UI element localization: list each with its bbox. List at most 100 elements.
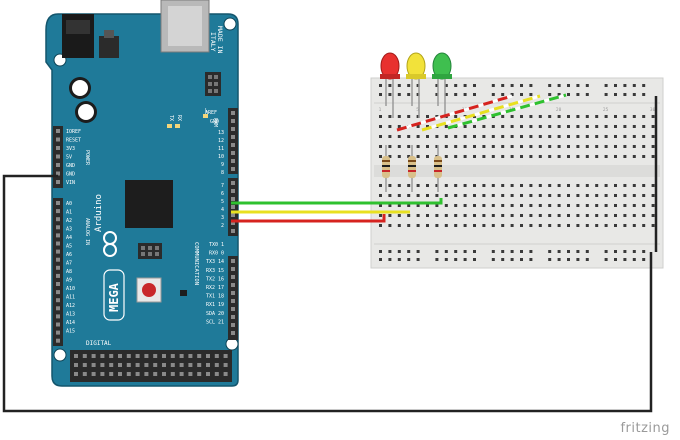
header-pin: [153, 372, 158, 376]
breadboard-hole: [614, 125, 617, 128]
header-pin: [91, 354, 96, 358]
rail-hole: [454, 250, 458, 253]
breadboard-hole: [642, 135, 646, 138]
header-pin: [74, 363, 78, 367]
breadboard-hole: [548, 145, 552, 148]
breadboard-hole: [388, 184, 392, 187]
rail-hole: [407, 258, 411, 261]
breadboard-hole: [614, 155, 617, 158]
rail-hole: [548, 84, 552, 87]
header-pin: [170, 363, 175, 367]
breadboard-hole: [651, 194, 655, 197]
breadboard-hole: [595, 125, 599, 128]
rail-hole: [397, 93, 401, 96]
breadboard-hole: [623, 214, 627, 217]
comm-pin-label: RX2 17: [206, 285, 224, 291]
header-pin: [170, 354, 175, 358]
rail-hole: [463, 93, 467, 96]
header-pin: [56, 306, 60, 311]
breadboard-hole: [510, 155, 514, 158]
breadboard-hole: [623, 155, 627, 158]
breadboard-hole: [397, 204, 401, 207]
header-pin: [231, 135, 235, 139]
wire-red-pin3: [231, 214, 386, 223]
rail-hole: [491, 258, 495, 261]
header-pin: [56, 225, 60, 230]
rail-hole: [623, 258, 627, 261]
breadboard-hole: [567, 214, 570, 217]
breadboard-hole: [632, 194, 636, 197]
analog-pin-label: A1: [66, 210, 72, 216]
breadboard-hole: [557, 204, 561, 207]
header-pin: [56, 163, 60, 167]
rail-hole: [473, 258, 476, 261]
breadboard-hole: [567, 184, 570, 187]
header-pin: [56, 273, 60, 278]
breadboard-hole: [520, 125, 523, 128]
led-green: [432, 52, 452, 118]
rail-hole: [444, 84, 448, 87]
rail-hole: [567, 93, 570, 96]
rail-hole: [454, 258, 458, 261]
rail-hole: [567, 258, 570, 261]
breadboard-hole: [416, 214, 420, 217]
header-pin: [206, 363, 210, 367]
header-pin: [56, 282, 60, 286]
breadboard-hole: [473, 194, 476, 197]
header-pin: [223, 354, 228, 358]
rail-hole: [576, 84, 580, 87]
comm-pin-label: RX1 19: [206, 302, 224, 308]
breadboard-hole: [623, 135, 627, 138]
breadboard-hole: [548, 125, 552, 128]
breadboard-hole: [444, 184, 448, 187]
breadboard-hole: [379, 184, 382, 187]
breadboard-hole: [595, 155, 599, 158]
breadboard-hole: [407, 194, 411, 197]
breadboard-hole: [501, 224, 505, 227]
breadboard-hole: [538, 125, 542, 128]
header-pin: [231, 275, 235, 279]
breadboard-hole: [491, 155, 495, 158]
breadboard-hole: [379, 155, 382, 158]
header-pin: [109, 354, 114, 358]
breadboard-hole: [642, 155, 646, 158]
breadboard-hole: [426, 214, 429, 217]
breadboard-hole: [482, 204, 486, 207]
rail-hole: [529, 84, 533, 87]
breadboard-hole: [567, 145, 570, 148]
breadboard-hole: [642, 125, 646, 128]
breadboard-hole: [529, 204, 533, 207]
breadboard-hole: [604, 194, 608, 197]
reset-button-cap[interactable]: [142, 283, 156, 297]
breadboard-hole: [501, 145, 505, 148]
analog-pin-label: A5: [66, 244, 72, 250]
rail-hole: [379, 258, 382, 261]
breadboard-hole: [642, 224, 646, 227]
breadboard-hole: [482, 224, 486, 227]
breadboard-hole: [529, 224, 533, 227]
breadboard-hole: [520, 145, 523, 148]
breadboard-hole: [642, 184, 646, 187]
header-pin: [118, 363, 122, 367]
analog-pin-label: A2: [66, 218, 72, 224]
rail-hole: [510, 250, 514, 253]
l-led-label: L: [205, 108, 208, 114]
header-pin: [82, 354, 87, 358]
breadboard-hole: [614, 135, 617, 138]
rail-hole: [463, 84, 467, 87]
voltage-regulator: [99, 36, 119, 58]
rail-hole: [623, 250, 627, 253]
breadboard-hole: [604, 145, 608, 148]
breadboard-hole: [567, 204, 570, 207]
breadboard-hole: [623, 115, 627, 118]
analog-pin-label: A3: [66, 227, 72, 233]
breadboard-hole: [463, 155, 467, 158]
header-pin: [231, 283, 235, 287]
rail-hole: [642, 258, 646, 261]
header-pin: [118, 372, 122, 376]
header-pin: [74, 372, 78, 376]
breadboard-hole: [651, 135, 655, 138]
header-pin: [56, 290, 60, 295]
